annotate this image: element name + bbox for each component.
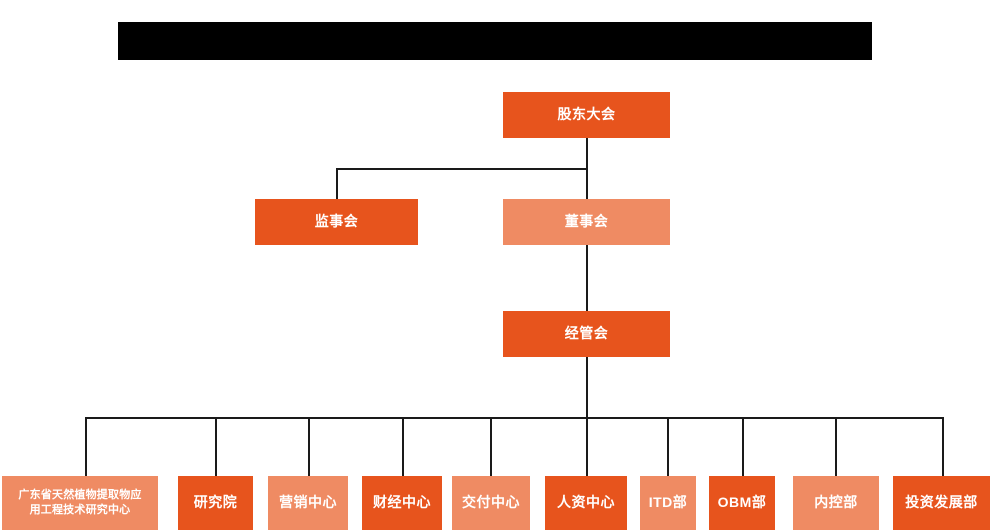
connector-bottom-horizontal-bus xyxy=(85,417,944,419)
connector-drop-guangdong-research-center xyxy=(85,417,87,476)
node-marketing-center[interactable]: 营销中心 xyxy=(268,476,348,530)
connector-drop-hr-center xyxy=(586,417,588,476)
node-hr-center[interactable]: 人资中心 xyxy=(545,476,627,530)
connector-drop-marketing-center xyxy=(308,417,310,476)
node-shareholders-meeting[interactable]: 股东大会 xyxy=(503,92,670,138)
node-research-institute[interactable]: 研究院 xyxy=(178,476,253,530)
connector-drop-internal-control-department xyxy=(835,417,837,476)
node-delivery-center[interactable]: 交付中心 xyxy=(452,476,530,530)
node-internal-control-department[interactable]: 内控部 xyxy=(793,476,879,530)
connector-drop-finance-center xyxy=(402,417,404,476)
node-guangdong-research-center[interactable]: 广东省天然植物提取物应 用工程技术研究中心 xyxy=(2,476,158,530)
node-label-line1: 广东省天然植物提取物应 xyxy=(18,489,142,502)
connector-bus-to-supervisors xyxy=(336,168,338,199)
connector-shareholders-to-bus xyxy=(586,138,588,169)
node-label-line2: 用工程技术研究中心 xyxy=(29,504,131,516)
node-board-of-supervisors[interactable]: 监事会 xyxy=(255,199,418,245)
connector-bus-to-directors xyxy=(586,168,588,199)
node-itd-department[interactable]: ITD部 xyxy=(640,476,696,530)
node-investment-development-department[interactable]: 投资发展部 xyxy=(893,476,990,530)
connector-drop-itd-department xyxy=(667,417,669,476)
connector-directors-to-management xyxy=(586,245,588,311)
node-management-committee[interactable]: 经管会 xyxy=(503,311,670,357)
redacted-title-bar xyxy=(118,22,872,60)
connector-level2-horizontal-bus xyxy=(336,168,588,170)
connector-drop-research-institute xyxy=(215,417,217,476)
connector-drop-obm-department xyxy=(742,417,744,476)
node-finance-center[interactable]: 财经中心 xyxy=(362,476,442,530)
node-board-of-directors[interactable]: 董事会 xyxy=(503,199,670,245)
node-obm-department[interactable]: OBM部 xyxy=(709,476,775,530)
connector-drop-delivery-center xyxy=(490,417,492,476)
connector-drop-investment-development-department xyxy=(942,417,944,476)
node-guangdong-research-center-label: 广东省天然植物提取物应 用工程技术研究中心 xyxy=(18,488,141,518)
connector-management-to-bottom-bus xyxy=(586,357,588,418)
